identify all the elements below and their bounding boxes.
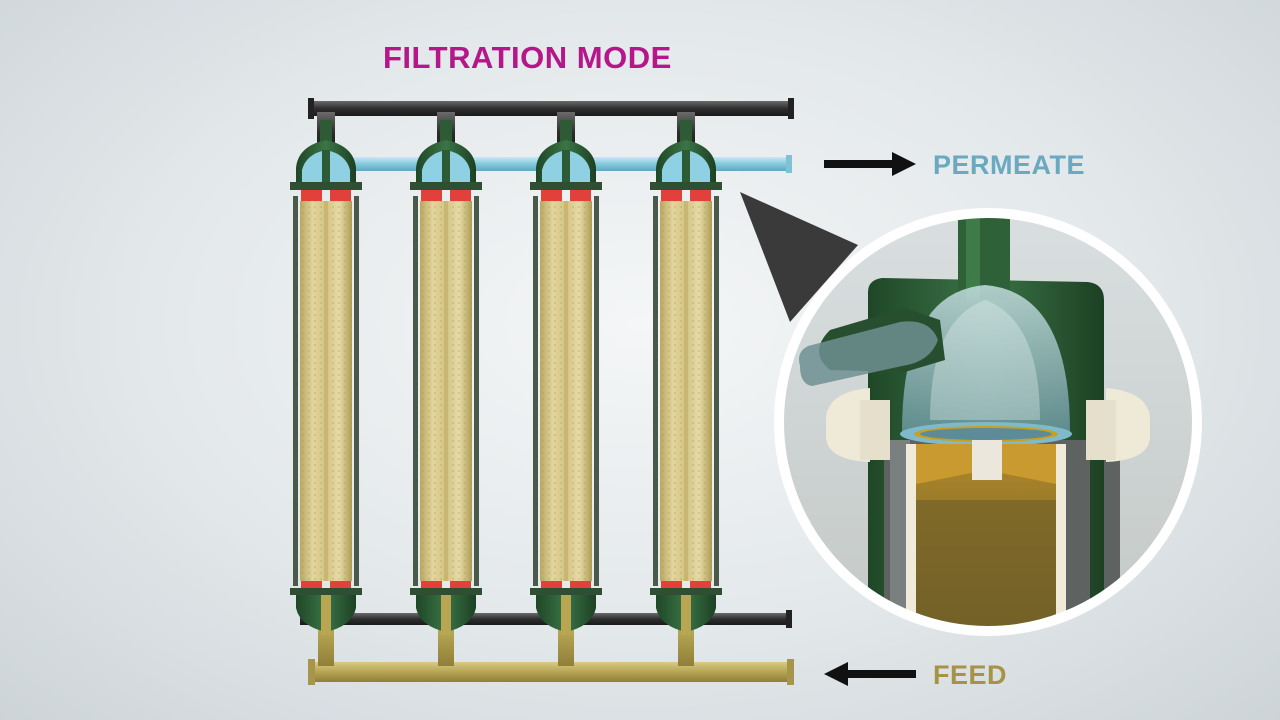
membrane-module	[290, 112, 362, 666]
feed-label: FEED	[933, 660, 1008, 690]
arrow-left-icon	[824, 662, 916, 686]
feed-header-pipe	[308, 659, 794, 685]
arrow-right-icon	[824, 152, 916, 176]
membrane-modules	[290, 112, 722, 666]
membrane-module	[410, 112, 482, 666]
diagram-title: FILTRATION MODE	[383, 40, 672, 75]
membrane-module	[650, 112, 722, 666]
top-drain-header	[308, 98, 794, 119]
zoom-pointer	[740, 192, 858, 322]
zoom-detail	[774, 208, 1202, 636]
membrane-module	[530, 112, 602, 666]
permeate-label: PERMEATE	[933, 150, 1086, 180]
